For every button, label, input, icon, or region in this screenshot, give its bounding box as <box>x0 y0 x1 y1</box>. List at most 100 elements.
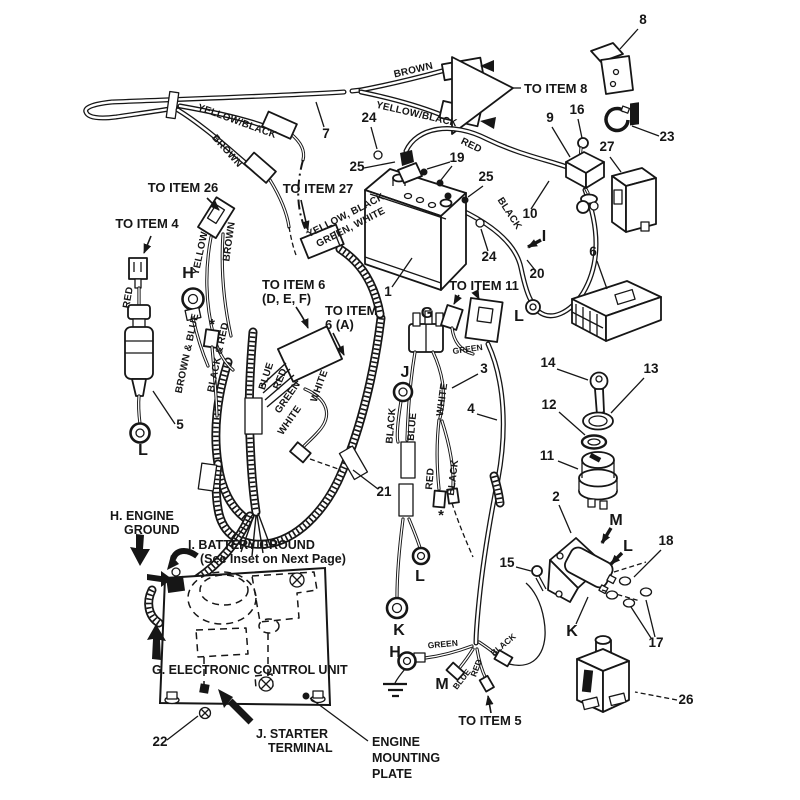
letter-H-left: H <box>182 265 194 282</box>
ignition-switch-11 <box>578 451 618 510</box>
wire-label-brown-26: BROWN <box>221 221 237 262</box>
cable-4-fanout <box>383 582 546 698</box>
key-slot <box>589 452 602 463</box>
cable-clamp <box>165 90 180 120</box>
spade-terminal-black <box>446 487 460 505</box>
callout-7: 7 <box>322 126 330 141</box>
wire-label-blue-g: BLUE <box>406 412 419 441</box>
note-plate-l1: ENGINE <box>372 735 420 749</box>
asterisk-left: * <box>209 316 215 333</box>
engine-mounting-plate <box>130 534 332 725</box>
wire-label-black-j: BLACK <box>384 407 398 444</box>
wire-label-red-left: RED <box>121 286 136 309</box>
to-item11-connectors <box>440 297 504 356</box>
letter-K-solenoid: K <box>566 623 578 640</box>
wire-label-brown-branch: BROWN <box>209 133 244 170</box>
battery-ground-arrow <box>170 548 199 561</box>
nut-17 <box>639 587 653 597</box>
battery-hardware <box>373 150 485 228</box>
bolt-19 <box>444 192 452 200</box>
harness-sleeve <box>244 397 263 435</box>
callout-8: 8 <box>639 12 647 27</box>
wire-label-brown-blue: BROWN & BLUE <box>174 312 202 394</box>
spade-terminal-red <box>432 489 447 509</box>
plunger <box>594 635 612 645</box>
note-battery-ground-sub: (See Inset on Next Page) <box>200 552 346 566</box>
letter-K-center: K <box>393 622 405 639</box>
connector-9 <box>565 151 605 189</box>
plate-hole <box>302 692 310 700</box>
wire-label-white-g: WHITE <box>435 382 451 417</box>
callout-24b: 24 <box>481 249 497 264</box>
wire-label-green-11: GREEN <box>452 342 483 356</box>
battery-post-negative <box>439 198 453 208</box>
callout-25b: 25 <box>478 169 494 184</box>
callout-4: 4 <box>467 401 475 416</box>
spade-terminal-black <box>493 649 514 668</box>
bolt-24 <box>475 218 485 228</box>
callout-21: 21 <box>376 484 392 499</box>
letter-L-solenoid: L <box>623 538 633 555</box>
relay-27 <box>611 102 657 233</box>
spade-terminal-blue <box>445 661 466 681</box>
bolt-25 <box>461 196 469 204</box>
wire-label-black-g: BLACK <box>446 459 461 497</box>
connector-to-item26 <box>197 196 236 372</box>
bolt <box>420 168 428 176</box>
wire-sleeve <box>398 483 414 517</box>
letter-H-bottom: H <box>389 644 401 661</box>
terminal-bracket <box>397 162 423 184</box>
callout-11: 11 <box>540 448 555 463</box>
connector-to-item6 <box>260 325 343 471</box>
mount-tab <box>608 692 627 707</box>
callout-18: 18 <box>658 533 674 548</box>
note-plate-l3: PLATE <box>372 767 412 781</box>
harness-fanout-wires <box>230 512 272 557</box>
ground-lead <box>394 668 406 684</box>
note-starter-l2: TERMINAL <box>268 741 333 755</box>
callout-19: 19 <box>449 150 464 165</box>
engine-ground-arrow2 <box>147 571 172 587</box>
callout-26: 26 <box>678 692 694 707</box>
bolt-19 <box>436 179 444 187</box>
ref-to-item6a-l2: 6 (A) <box>325 317 354 332</box>
ground-bolt <box>171 567 181 577</box>
note-plate-l2: MOUNTING <box>372 751 440 765</box>
callout-6: 6 <box>589 244 597 259</box>
washer-18 <box>618 576 632 586</box>
callout-14: 14 <box>540 355 556 370</box>
vent-cap <box>415 196 425 204</box>
wire-curl <box>508 582 546 666</box>
callout-16: 16 <box>569 102 585 117</box>
wire-label-green-b: GREEN <box>427 638 458 651</box>
wire-sleeve <box>400 441 416 479</box>
spade-asterisk-left <box>202 328 220 418</box>
callout-15: 15 <box>499 555 515 570</box>
switch-26 <box>576 635 630 713</box>
to-item8-pointer-shape <box>451 56 514 135</box>
harness-sleeve <box>197 462 218 492</box>
bracket-8 <box>590 42 634 95</box>
spade-terminal-red <box>478 674 495 693</box>
connector-6 <box>571 280 662 342</box>
callout-20: 20 <box>529 266 544 281</box>
ref-to-item5: TO ITEM 5 <box>458 713 521 728</box>
bolt-24 <box>373 150 383 160</box>
callout-12: 12 <box>541 397 556 412</box>
ref-to-item11: TO ITEM 11 <box>449 278 519 293</box>
starter-terminal-arrow <box>227 698 254 725</box>
callout-2: 2 <box>552 489 560 504</box>
callout-27: 27 <box>599 139 614 154</box>
wire-label-red-g: RED <box>424 467 437 490</box>
switch-terminal <box>599 500 608 510</box>
washer-12 <box>580 434 608 450</box>
terminal-clamp <box>400 150 414 166</box>
note-starter-l1: J. STARTER <box>256 727 328 741</box>
callout-10: 10 <box>522 206 537 221</box>
battery-1 <box>364 168 467 291</box>
bezel-13 <box>582 411 614 431</box>
leader-lines <box>152 28 678 742</box>
arrowhead <box>480 117 496 129</box>
callout-17: 17 <box>648 635 663 650</box>
